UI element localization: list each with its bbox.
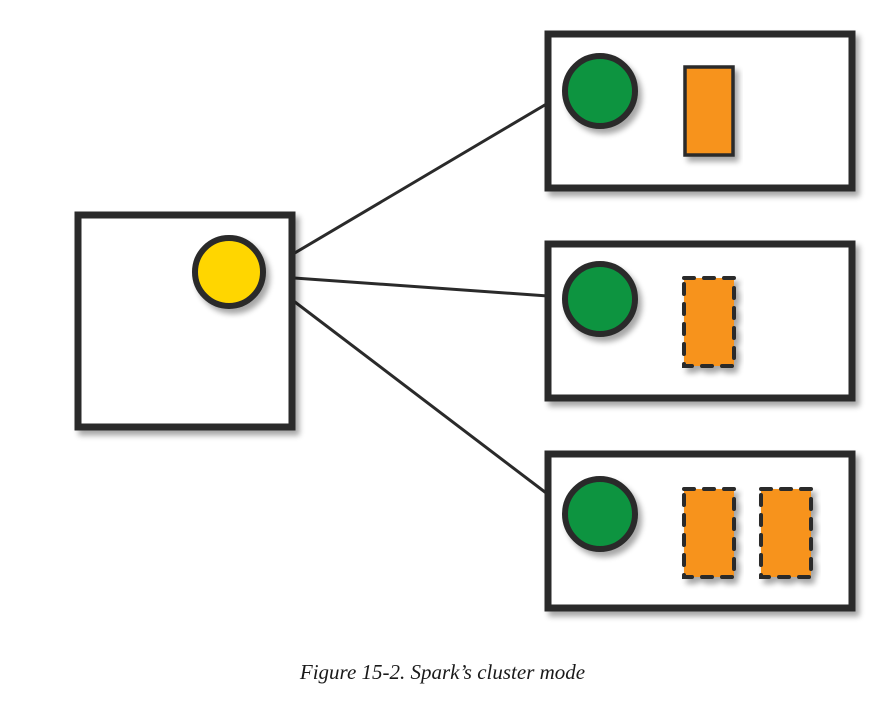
edge-driver-to-worker-3 xyxy=(265,278,563,507)
executor-process-3 xyxy=(562,476,638,552)
driver-node-box xyxy=(74,211,296,431)
task-solid xyxy=(683,65,735,157)
worker-node-2 xyxy=(544,240,856,402)
executor-process-1 xyxy=(562,53,638,129)
task-dashed xyxy=(682,487,736,579)
executor-process-2 xyxy=(562,261,638,337)
worker-node-3 xyxy=(544,450,856,612)
task-dashed xyxy=(682,276,736,368)
worker-node-1 xyxy=(544,30,856,192)
edge-driver-to-worker-1 xyxy=(265,94,561,272)
driver-process xyxy=(192,235,266,309)
driver-node xyxy=(74,211,296,431)
task-dashed xyxy=(759,487,813,579)
edge-driver-to-worker-2 xyxy=(265,274,563,299)
figure-caption: Figure 15-2. Spark’s cluster mode xyxy=(299,660,586,684)
connections xyxy=(265,94,563,507)
